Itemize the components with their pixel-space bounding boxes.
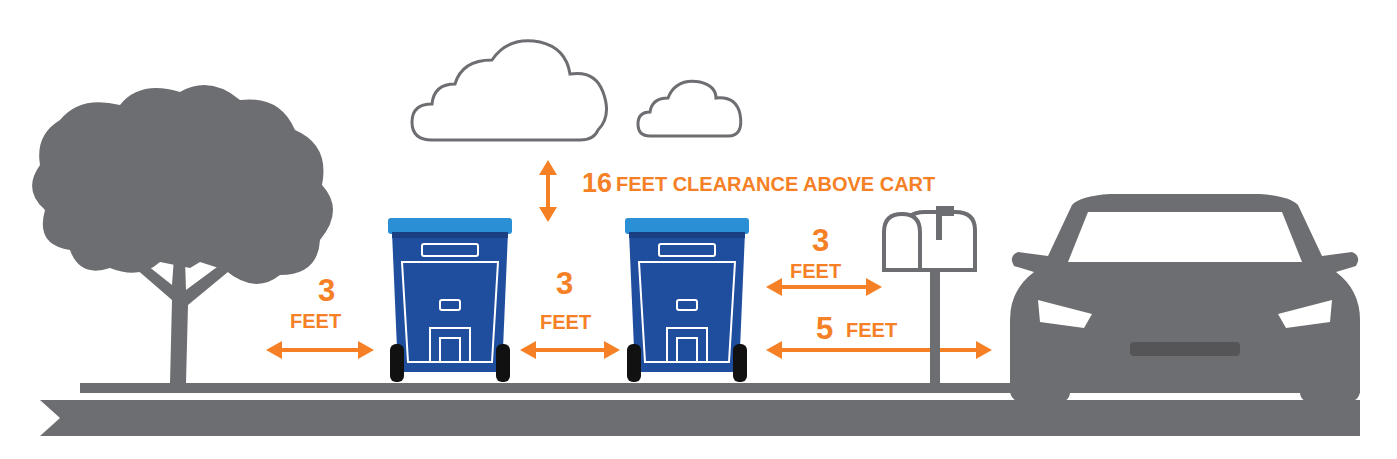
curb bbox=[80, 383, 1360, 393]
dimension-text: FEET bbox=[790, 261, 841, 281]
cart bbox=[388, 218, 512, 382]
dimension-number: 3 bbox=[318, 275, 335, 306]
road bbox=[40, 400, 1360, 436]
tree bbox=[32, 85, 333, 383]
dimension-number: 16 bbox=[582, 170, 612, 197]
dimension-text: FEET bbox=[846, 320, 897, 340]
cart bbox=[625, 218, 749, 382]
dimension-number: 5 bbox=[816, 313, 833, 344]
cloud bbox=[412, 41, 741, 140]
dimension-text: FEET bbox=[290, 311, 341, 331]
dimension-number: 3 bbox=[812, 225, 829, 256]
mailbox bbox=[884, 206, 975, 385]
dimension-text: FEET CLEARANCE ABOVE CART bbox=[616, 174, 935, 194]
dimension-arrow bbox=[539, 160, 557, 222]
car bbox=[1010, 194, 1360, 402]
dimension-number: 3 bbox=[556, 268, 573, 299]
dimension-text: FEET bbox=[540, 312, 591, 332]
